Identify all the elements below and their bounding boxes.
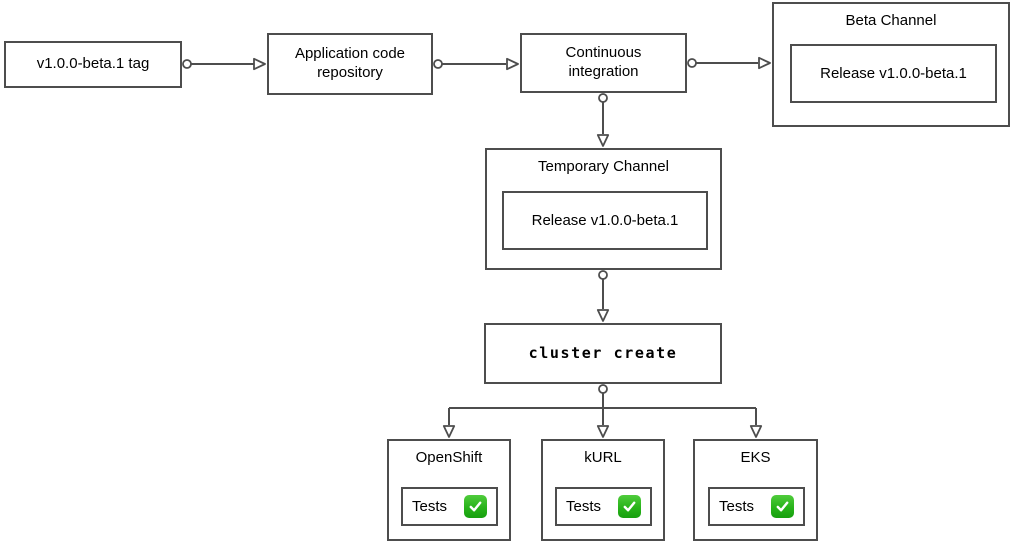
node-eks-tests: Tests: [708, 487, 805, 526]
node-openshift-tests: Tests: [401, 487, 498, 526]
check-mark-icon: [771, 495, 794, 518]
branch-cluster-create-to-platforms: [442, 384, 763, 438]
arrow-repo-to-ci: [433, 57, 519, 71]
node-cluster-create-label: cluster create: [528, 344, 678, 363]
node-app-code-repository: Application code repository: [267, 33, 433, 95]
platform-kurl-title: kURL: [584, 449, 622, 466]
node-cluster-create: cluster create: [484, 323, 722, 384]
group-beta-channel-title: Beta Channel: [845, 12, 937, 29]
node-continuous-integration: Continuous integration: [520, 33, 687, 93]
node-kurl-tests: Tests: [555, 487, 652, 526]
openshift-tests-label: Tests: [412, 498, 448, 515]
group-platform-openshift: OpenShift Tests: [387, 439, 511, 541]
node-beta-release: Release v1.0.0-beta.1: [790, 44, 997, 103]
node-temporary-release: Release v1.0.0-beta.1: [502, 191, 708, 250]
platform-eks-title: EKS: [740, 449, 771, 466]
node-app-code-repository-label: Application code repository: [294, 45, 406, 81]
check-mark-icon: [464, 495, 487, 518]
arrow-ci-to-beta-channel: [687, 56, 771, 70]
eks-tests-label: Tests: [719, 498, 755, 515]
node-continuous-integration-label: Continuous integration: [565, 44, 642, 80]
group-beta-channel: Beta Channel Release v1.0.0-beta.1: [772, 2, 1010, 127]
arrow-tag-to-repo: [182, 57, 266, 71]
group-platform-eks: EKS Tests: [693, 439, 818, 541]
node-beta-release-label: Release v1.0.0-beta.1: [820, 65, 967, 82]
group-temporary-channel-title: Temporary Channel: [538, 158, 669, 175]
kurl-tests-label: Tests: [566, 498, 602, 515]
group-temporary-channel: Temporary Channel Release v1.0.0-beta.1: [485, 148, 722, 270]
arrow-ci-to-temporary-channel: [596, 93, 610, 147]
check-mark-icon: [618, 495, 641, 518]
group-platform-kurl: kURL Tests: [541, 439, 665, 541]
platform-openshift-title: OpenShift: [415, 449, 483, 466]
arrow-temporary-channel-to-cluster-create: [596, 270, 610, 322]
node-version-tag: v1.0.0-beta.1 tag: [4, 41, 182, 88]
node-version-tag-label: v1.0.0-beta.1 tag: [36, 55, 150, 73]
node-temporary-release-label: Release v1.0.0-beta.1: [531, 212, 679, 229]
